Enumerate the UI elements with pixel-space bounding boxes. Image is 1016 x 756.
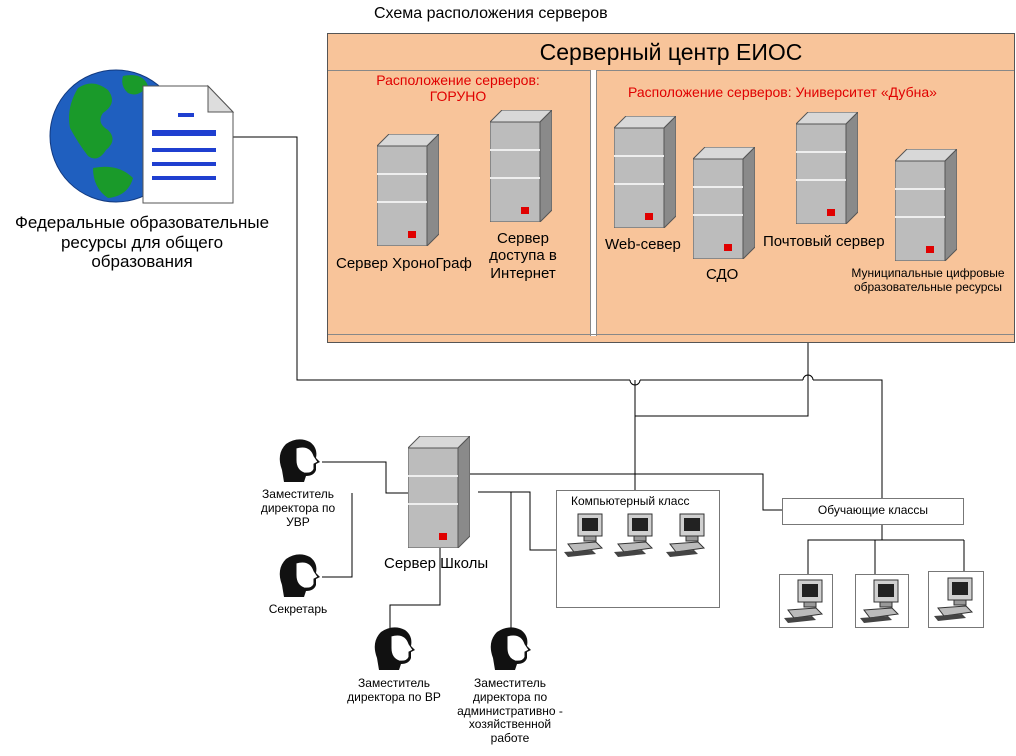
school-server-label: Сервер Школы [384,555,489,572]
teaching-classes-box: Обучающие классы [782,498,964,525]
sdo-server-label: СДО [706,266,739,283]
desktop-computer-icon [666,513,706,557]
desktop-computer-icon [564,513,604,557]
chronograph-server-label: Сервер ХроноГраф [336,255,472,272]
person-head-icon [490,627,531,670]
server-tower-icon [490,110,552,222]
server-center-footer [328,334,1014,342]
internet-server-label: Сервер доступа в Интернет [489,230,557,282]
server-tower-icon [693,147,755,259]
deputy-vr-label: Заместитель директора по ВР [347,676,441,704]
teaching-classes-label: Обучающие классы [817,503,929,517]
server-tower-icon [377,134,439,246]
server-tower-icon [796,112,858,224]
server-center-header: Серверный центр ЕИОС [328,34,1014,71]
desktop-computer-icon [784,579,824,623]
federal-resources-label: Федеральные образовательные ресурсы для … [14,213,270,272]
secretary-label: Секретарь [268,602,328,616]
diagram-title: Схема расположения серверов [374,5,608,22]
location-dubna-label: Расположение серверов: Университет «Дубн… [628,84,937,100]
server-center-title: Серверный центр ЕИОС [539,39,803,65]
desktop-computer-icon [934,577,974,621]
globe-document-icon [49,69,235,204]
desktop-computer-icon [860,579,900,623]
web-server-label: Web-север [605,236,681,253]
server-tower-icon [408,436,470,548]
location-goruno-label: Расположение серверов: ГОРУНО [376,72,540,105]
deputy-admin-label: Заместитель директора по административно… [457,676,563,746]
person-head-icon [374,627,415,670]
person-head-icon [279,554,320,597]
computer-class-label: Компьютерный класс [571,494,690,508]
server-tower-icon [895,149,957,261]
deputy-uvr-label: Заместитель директора по УВР [260,487,336,529]
desktop-computer-icon [614,513,654,557]
server-tower-icon [614,116,676,228]
municipal-server-label: Муниципальные цифровые образовательные р… [851,266,1005,294]
person-head-icon [279,439,320,482]
center-divider [590,70,597,336]
mail-server-label: Почтовый сервер [763,233,885,250]
